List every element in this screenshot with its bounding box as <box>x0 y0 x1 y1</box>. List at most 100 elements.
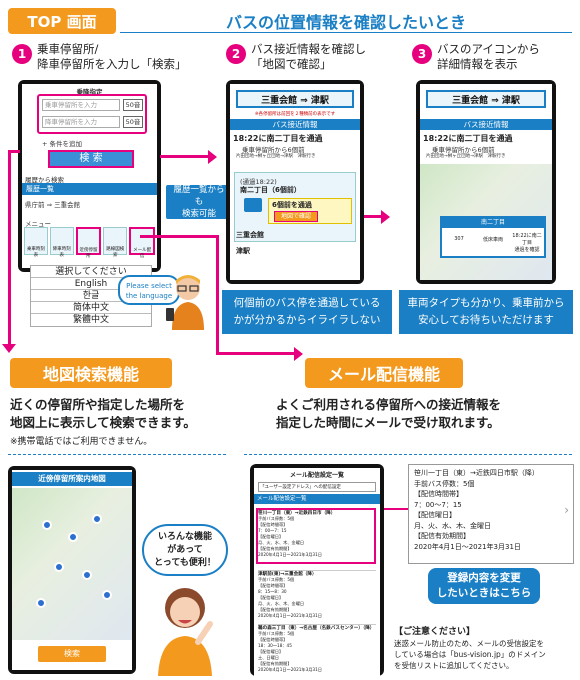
language-bubble: Please select the language <box>118 275 180 305</box>
detail-day-heading: 【配信曜日】 <box>414 511 456 519</box>
detail-count: 手前バス停数：5個 <box>414 479 475 488</box>
add-condition-link[interactable]: + 条件を追加 <box>42 140 83 148</box>
history-item[interactable]: 県庁前 ⇒ 三重会館 <box>25 201 81 209</box>
phone1-frame: 乗降指定 乗車停留所を入力 50音 降車停留所を入力 50音 + 条件を追加 検… <box>18 80 161 272</box>
convenience-bubble: いろんな機能 があって とっても便利！ <box>142 524 228 576</box>
stop-pin[interactable] <box>92 514 102 524</box>
map-confirm-button[interactable]: 地図で確認 <box>274 211 318 222</box>
step3-number: 3 <box>412 44 432 64</box>
step2-text: バス接近情報を確認し 「地図で確認」 <box>251 42 366 71</box>
map-search-button[interactable]: 検索 <box>38 646 106 662</box>
menu-mail[interactable]: メール配信 <box>129 227 155 259</box>
phone3-item1-time: 18:22に南二丁目を通過 <box>423 134 513 143</box>
mail-entry[interactable]: 鵜の森三丁目（東）→名古屋（名鉄バスセンター）（降） 手前バス停数：5個 【配信… <box>258 624 376 674</box>
map-feature-desc: 近くの停留所や指定した場所を 地図上に表示して検索できます。 <box>10 397 196 430</box>
person-illustration <box>162 272 210 330</box>
stop-pin[interactable] <box>54 562 64 572</box>
phone2-item1-time: 18:22に南二丁目を通過 <box>233 134 323 143</box>
stop-pin[interactable] <box>68 532 78 542</box>
popup-title: 南二丁目 <box>442 218 544 228</box>
detail-route: 笹川一丁目（東）→近鉄四日市駅（降） <box>414 469 539 477</box>
boarding-50on-button[interactable]: 50音 <box>123 99 143 111</box>
stop-pin[interactable] <box>36 598 46 608</box>
step1-text: 乗車停留所/ 降車停留所を入力し「検索」 <box>37 42 187 71</box>
caution-text: 迷惑メール防止のため、メールの受信設定を している場合は「bus-vision.… <box>394 639 546 670</box>
phone3-route-header: 三重会館 ⇒ 津駅 <box>426 90 546 108</box>
history-list-bar[interactable]: 履歴一覧 <box>22 183 157 195</box>
map-feature-tag: 地図検索機能 <box>10 358 172 388</box>
popup-vehicle-type: 低床車両 <box>482 237 503 243</box>
stop-pin[interactable] <box>42 520 52 530</box>
mail-entry-lines: 手前バス停数：5個 【配信時間帯】 8：15〜8：30 【配信曜日】 月、火、水… <box>258 577 322 618</box>
detail-time-heading: 【配信時間帯】 <box>414 490 463 498</box>
flow-line-mail-v <box>216 235 219 355</box>
detail-period: 2020年4月1日〜2021年3月31日 <box>414 542 521 551</box>
phone2-notice: ※各停留所は前回を２種類前の表示です <box>254 112 336 117</box>
change-settings-box[interactable]: 登録内容を変更 したいときはこちら <box>428 568 540 604</box>
woman-illustration <box>150 580 220 676</box>
language-simplified-chinese[interactable]: 简体中文 <box>31 302 151 314</box>
mail-list-header: メール配信設定一覧 <box>254 494 380 504</box>
mail-detail-connector <box>384 508 408 510</box>
mail-feature-desc: よくご利用される停留所への接近情報を 指定した時間にメールで受け取れます。 <box>276 397 502 430</box>
flow-line-step2 <box>160 155 210 158</box>
phone2-card-label: (通過18:22) <box>240 178 277 186</box>
language-korean[interactable]: 한글 <box>31 290 151 302</box>
step2-number: 2 <box>226 44 246 64</box>
flow-arrow-right-mail <box>294 347 303 361</box>
menu-route-map[interactable]: 路線図検索 <box>103 227 128 258</box>
history-callout: 履歴一覧からも 検索可能 <box>166 185 232 219</box>
flow-arrow-step2 <box>208 150 217 164</box>
phone3-frame: 三重会館 ⇒ 津駅 バス接近情報 18:22に南二丁目を通過 乗車停留所から6個… <box>416 80 556 284</box>
stop-pin[interactable] <box>102 590 112 600</box>
mail-feature-tag: メール配信機能 <box>305 358 463 388</box>
language-traditional-chinese[interactable]: 繁體中文 <box>72 315 109 325</box>
menu-timetable-alight[interactable]: 降車時刻表 <box>49 227 74 258</box>
menu-label: メニュー <box>25 220 51 228</box>
popup-vehicle-no: 307 <box>454 236 464 242</box>
language-english[interactable]: English <box>31 278 151 290</box>
section-divider-bottom-right <box>244 454 572 455</box>
mail-entry-lines: 手前バス停数：5個 【配信時間帯】 18：30〜18：45 【配信曜日】 土、日… <box>258 631 322 672</box>
mail-entry[interactable]: 津駅前(東)→三重会館（降） 手前バス停数：5個 【配信時間帯】 8：15〜8：… <box>258 570 376 622</box>
mail-address-row[interactable]: 「ユーザー設定アドレス」への配信設定 <box>258 482 376 492</box>
flow-line-left <box>8 150 11 348</box>
phone2-item1-sub: 乗車停留所から6個前 <box>242 146 305 154</box>
phone2-route-header: 三重会館 ⇒ 津駅 <box>236 90 354 108</box>
top-screen-tag: TOP 画面 <box>8 8 116 34</box>
benefit-box-2: 車両タイプも分かり、乗車前から 安心してお待ちいただけます <box>399 290 573 334</box>
alighting-stop-input[interactable]: 降車停留所を入力 <box>42 116 120 128</box>
mail-entry-route: 鵜の森三丁目（東）→名古屋（名鉄バスセンター）（降） <box>258 626 375 631</box>
alighting-50on-button[interactable]: 50音 <box>123 116 143 128</box>
bus-icon <box>244 198 262 212</box>
benefit-box-1: 何個前のバス停を通過している かが分かるからイライラしない <box>222 290 392 334</box>
map-feature-note: ※携帯電話ではご利用できません。 <box>10 437 153 447</box>
popup-pass-info: 18:22に南二丁目 通過を確認 <box>512 233 542 253</box>
flow-line-mail-h <box>140 235 218 238</box>
menu-nearby-stops[interactable]: 近傍停留所 <box>75 227 102 259</box>
mail-detail-card[interactable]: 笹川一丁目（東）→近鉄四日市駅（降） 手前バス停数：5個 【配信時間帯】 7：0… <box>408 464 574 564</box>
step1-number: 1 <box>12 44 32 64</box>
mail-entry-route: 笹川一丁目（東）→近鉄四日市（降） <box>258 511 336 516</box>
phone3-section-bar: バス接近情報 <box>420 119 552 130</box>
stop-pin[interactable] <box>82 570 92 580</box>
search-button[interactable]: 検 索 <box>48 150 134 168</box>
phone2-card-pass: 6個前を通過 <box>272 201 312 209</box>
stop-input-group <box>37 94 147 134</box>
language-prompt: 選択してください <box>31 266 151 278</box>
flow-line-step3 <box>345 215 383 218</box>
mail-entry[interactable]: 笹川一丁目（東）→近鉄四日市（降） 手前バス停数：5個 【配信時間帯】 7：00… <box>256 508 376 564</box>
phone3-popup: 南二丁目 307 低床車両 18:22に南二丁目 通過を確認 <box>440 216 546 258</box>
flow-arrow-down <box>2 344 16 353</box>
boarding-stop-input[interactable]: 乗車停留所を入力 <box>42 99 120 111</box>
phone1-title: 乗降指定 <box>76 88 103 96</box>
phone3-item1-route: 片田団地→榊ヶ丘団地→津駅 津駅行き <box>426 154 506 159</box>
flow-arrow-step3 <box>381 210 390 224</box>
phone3-item1-sub: 乗車停留所から6個前 <box>432 146 495 154</box>
nearby-map[interactable] <box>12 488 132 640</box>
menu-timetable-board[interactable]: 乗車時刻表 <box>24 227 48 258</box>
caution-title: 【ご注意ください】 <box>394 627 476 637</box>
menu-grid: 乗車時刻表 降車時刻表 近傍停留所 路線図検索 メール配信 <box>24 227 155 259</box>
phone2-card-stop: 南二丁目（6個前） <box>240 186 301 194</box>
phone2-arrival: 三重会館 <box>236 231 264 239</box>
